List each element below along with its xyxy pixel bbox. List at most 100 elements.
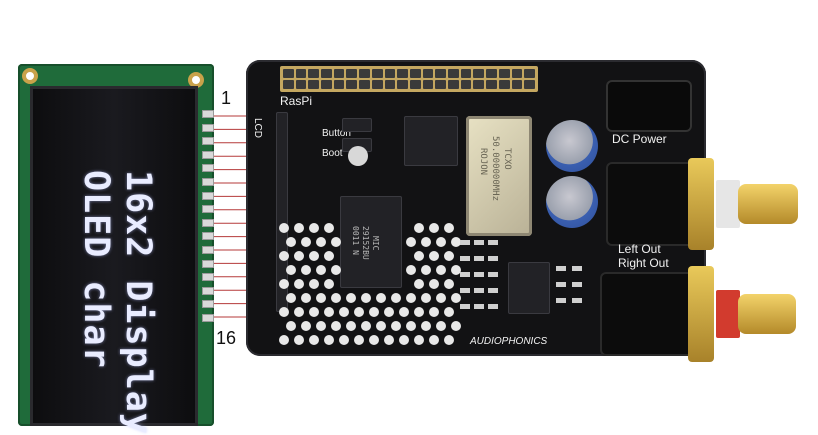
ground-dot (309, 335, 319, 345)
smd-part (572, 266, 582, 271)
label-dc-power: DC Power (612, 132, 667, 146)
product-photo: 16x2 Display OLED char 1 16 RasPi LCD Bu… (18, 60, 798, 435)
pin-label-last: 16 (216, 328, 237, 348)
oled-pin (202, 137, 214, 146)
ground-dot (339, 307, 349, 317)
ground-dot (444, 251, 454, 261)
gpio-pin (397, 69, 408, 78)
label-lcd: LCD (252, 118, 263, 139)
label-button: Button (322, 128, 351, 139)
smd-part (556, 298, 566, 303)
ground-dot (316, 321, 326, 331)
ground-dot (294, 279, 304, 289)
rca-left-nut (688, 158, 714, 250)
ground-dot (331, 265, 341, 275)
pin-label-first: 1 (221, 88, 232, 108)
brand-logo: AUDIOPHONICS (470, 336, 548, 347)
ground-dot (384, 335, 394, 345)
gpio-pin (295, 69, 307, 78)
ground-dot (451, 293, 461, 303)
rca-left-plug (738, 184, 798, 224)
ground-dot (301, 321, 311, 331)
label-left-out: Left Out (618, 242, 661, 256)
oled-pin-header (202, 110, 214, 322)
rca-right-body (600, 272, 698, 356)
ground-dot (406, 321, 416, 331)
smd-part (474, 304, 484, 309)
oled-pin (202, 313, 214, 322)
ground-dot (286, 293, 296, 303)
ground-dot (406, 293, 416, 303)
crystal-oscillator: TCXO 50.000000MHz ROJON (466, 116, 532, 236)
oled-pin (202, 259, 214, 268)
ground-dot (316, 237, 326, 247)
gpio-pin (371, 69, 383, 78)
smd-part (488, 288, 498, 293)
ground-dot (301, 265, 311, 275)
gpio-pin (486, 80, 497, 89)
gpio-pin (333, 69, 345, 78)
smd-part (572, 298, 582, 303)
oled-line-1: 16x2 Display (118, 170, 158, 435)
gpio-pin (486, 69, 497, 78)
smd-part (460, 256, 470, 261)
gpio-pin (359, 69, 370, 78)
gpio-pin (283, 69, 294, 78)
ground-dot (324, 251, 334, 261)
gpio-pin (473, 80, 485, 89)
crystal-text-1: TCXO (502, 148, 512, 170)
ground-dot (414, 307, 424, 317)
smd-part (556, 282, 566, 287)
ground-dot (301, 293, 311, 303)
smd-part (488, 240, 498, 245)
gpio-pin (435, 69, 447, 78)
label-raspi: RasPi (280, 94, 313, 108)
ground-dot (376, 321, 386, 331)
ground-dot (451, 237, 461, 247)
ground-dot (414, 279, 424, 289)
ground-dot (361, 293, 371, 303)
gpio-header (280, 66, 538, 92)
ground-dot (309, 279, 319, 289)
oled-line-2: OLED char (76, 170, 116, 369)
gpio-pin (283, 80, 294, 89)
ground-dot (354, 307, 364, 317)
dc-power-jack (606, 80, 692, 132)
gpio-pin (448, 69, 459, 78)
gpio-pin (473, 69, 485, 78)
opamp-chip (508, 262, 550, 314)
ground-dot (294, 251, 304, 261)
oled-pin (202, 191, 214, 200)
label-right-out: Right Out (618, 256, 669, 270)
smd-part (474, 272, 484, 277)
ground-dot (436, 293, 446, 303)
ground-dot (444, 335, 454, 345)
ground-dot-pattern (279, 223, 461, 345)
smd-part (474, 288, 484, 293)
ground-dot (294, 307, 304, 317)
oled-screen (30, 86, 198, 426)
rca-left-body (606, 162, 698, 246)
ground-dot (391, 321, 401, 331)
gpio-pin (333, 80, 345, 89)
ic-chip-top (404, 116, 458, 166)
label-boot: Boot (322, 148, 343, 159)
ground-dot (369, 335, 379, 345)
gpio-pin (498, 80, 510, 89)
ground-dot (369, 307, 379, 317)
ground-dot (316, 293, 326, 303)
ground-dot (429, 279, 439, 289)
ground-dot (294, 223, 304, 233)
ground-dot (429, 251, 439, 261)
ground-dot (406, 265, 416, 275)
oled-pin (202, 286, 214, 295)
ground-dot (309, 223, 319, 233)
gpio-pin (409, 69, 421, 78)
ground-dot (436, 321, 446, 331)
ground-dot (309, 251, 319, 261)
gpio-pin (524, 69, 535, 78)
gpio-pin (422, 80, 434, 89)
button-cap (348, 146, 368, 166)
ground-dot (324, 279, 334, 289)
smd-part (556, 266, 566, 271)
